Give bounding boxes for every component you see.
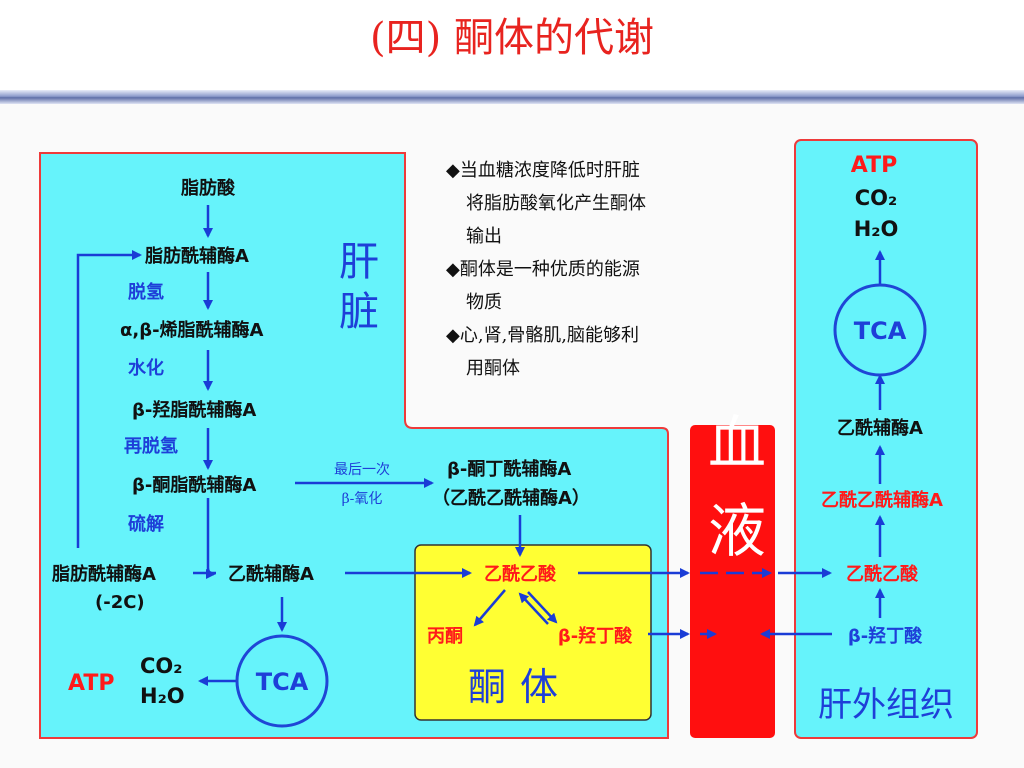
step-dehydrogenation: 脱氢	[128, 281, 164, 303]
extra-acetoacetate-label: 乙酰乙酸	[846, 563, 919, 585]
ketobutyryl-coa-label: β-酮丁酰辅酶A	[447, 458, 571, 480]
arrow-to-hydroxybutyrate	[527, 591, 558, 624]
ketone-body-box	[414, 544, 652, 721]
fatty-acid-label: 脂肪酸	[181, 177, 236, 199]
step-redehydrogenation: 再脱氢	[124, 435, 178, 457]
enoyl-coa-label: α,β-烯脂酰辅酶A	[120, 319, 264, 341]
ketoacyl-coa-label: β-酮脂酰辅酶A	[132, 474, 256, 496]
extra-atp-label: ATP	[851, 153, 897, 178]
arrow-acetoacetate-to-acetone	[473, 589, 506, 627]
extra-acetyl-coa-label: 乙酰辅酶A	[837, 417, 923, 439]
last-oxidation-label-1: 最后一次	[334, 462, 390, 478]
liver-co2-label: CO₂	[140, 654, 182, 678]
hydroxybutyrate-label: β-羟丁酸	[558, 625, 633, 647]
extra-h2o-label: H₂O	[854, 217, 899, 241]
fatty-acyl-coa-short-label: 脂肪酰辅酶A	[52, 563, 156, 585]
acetoacetyl-coa-label: （乙酰乙酰辅酶A）	[432, 487, 590, 509]
extra-tca-circle	[833, 283, 927, 377]
liver-tca-text: TCA	[256, 668, 309, 696]
extrahepatic-label: 肝外组织	[818, 685, 954, 725]
note-line-4: ◆酮体是一种优质的能源	[446, 259, 640, 280]
note-line-3: 输出	[466, 226, 502, 247]
step-thiolysis: 硫解	[128, 513, 164, 535]
extrahepatic-panel	[794, 139, 978, 739]
liver-tca-circle	[235, 634, 329, 728]
extra-co2-label: CO₂	[855, 186, 897, 210]
arrow-recycle-loop	[76, 250, 142, 548]
minus-2c-label: (-2C)	[95, 592, 145, 613]
blood-label: 血液	[698, 412, 766, 588]
note-line-2: 将脂肪酸氧化产生酮体	[466, 193, 646, 214]
extra-acetoacetyl-coa-label: 乙酰乙酰辅酶A	[821, 489, 943, 511]
note-line-7: 用酮体	[466, 358, 520, 379]
last-oxidation-label-2: β-氧化	[342, 491, 383, 507]
note-line-6: ◆心,肾,骨骼肌,脑能够利	[446, 325, 639, 346]
extra-hydroxybutyrate-label: β-羟丁酸	[848, 625, 923, 647]
step-hydration: 水化	[128, 357, 164, 379]
ketone-body-label: 酮体	[468, 665, 572, 709]
acetone-label: 丙酮	[427, 626, 463, 647]
arrow-from-hydroxybutyrate	[518, 592, 549, 625]
slide-title: (四) 酮体的代谢	[370, 15, 654, 61]
acetyl-coa-label: 乙酰辅酶A	[228, 563, 314, 585]
liver-atp-label: ATP	[68, 671, 114, 696]
fatty-acyl-coa-label: 脂肪酰辅酶A	[145, 245, 249, 267]
note-line-1: ◆当血糖浓度降低时肝脏	[446, 160, 640, 181]
notes-block: ◆当血糖浓度降低时肝脏 将脂肪酸氧化产生酮体 输出 ◆酮体是一种优质的能源 物质…	[446, 160, 646, 379]
hydroxyacyl-coa-label: β-羟脂酰辅酶A	[132, 399, 256, 421]
title-divider	[0, 90, 1024, 104]
liver-label: 肝脏	[332, 240, 378, 340]
acetoacetate-label: 乙酰乙酸	[484, 563, 557, 585]
note-line-5: 物质	[466, 292, 502, 313]
liver-h2o-label: H₂O	[140, 684, 185, 708]
extra-tca-text: TCA	[854, 317, 907, 345]
blood-bar	[690, 425, 775, 738]
